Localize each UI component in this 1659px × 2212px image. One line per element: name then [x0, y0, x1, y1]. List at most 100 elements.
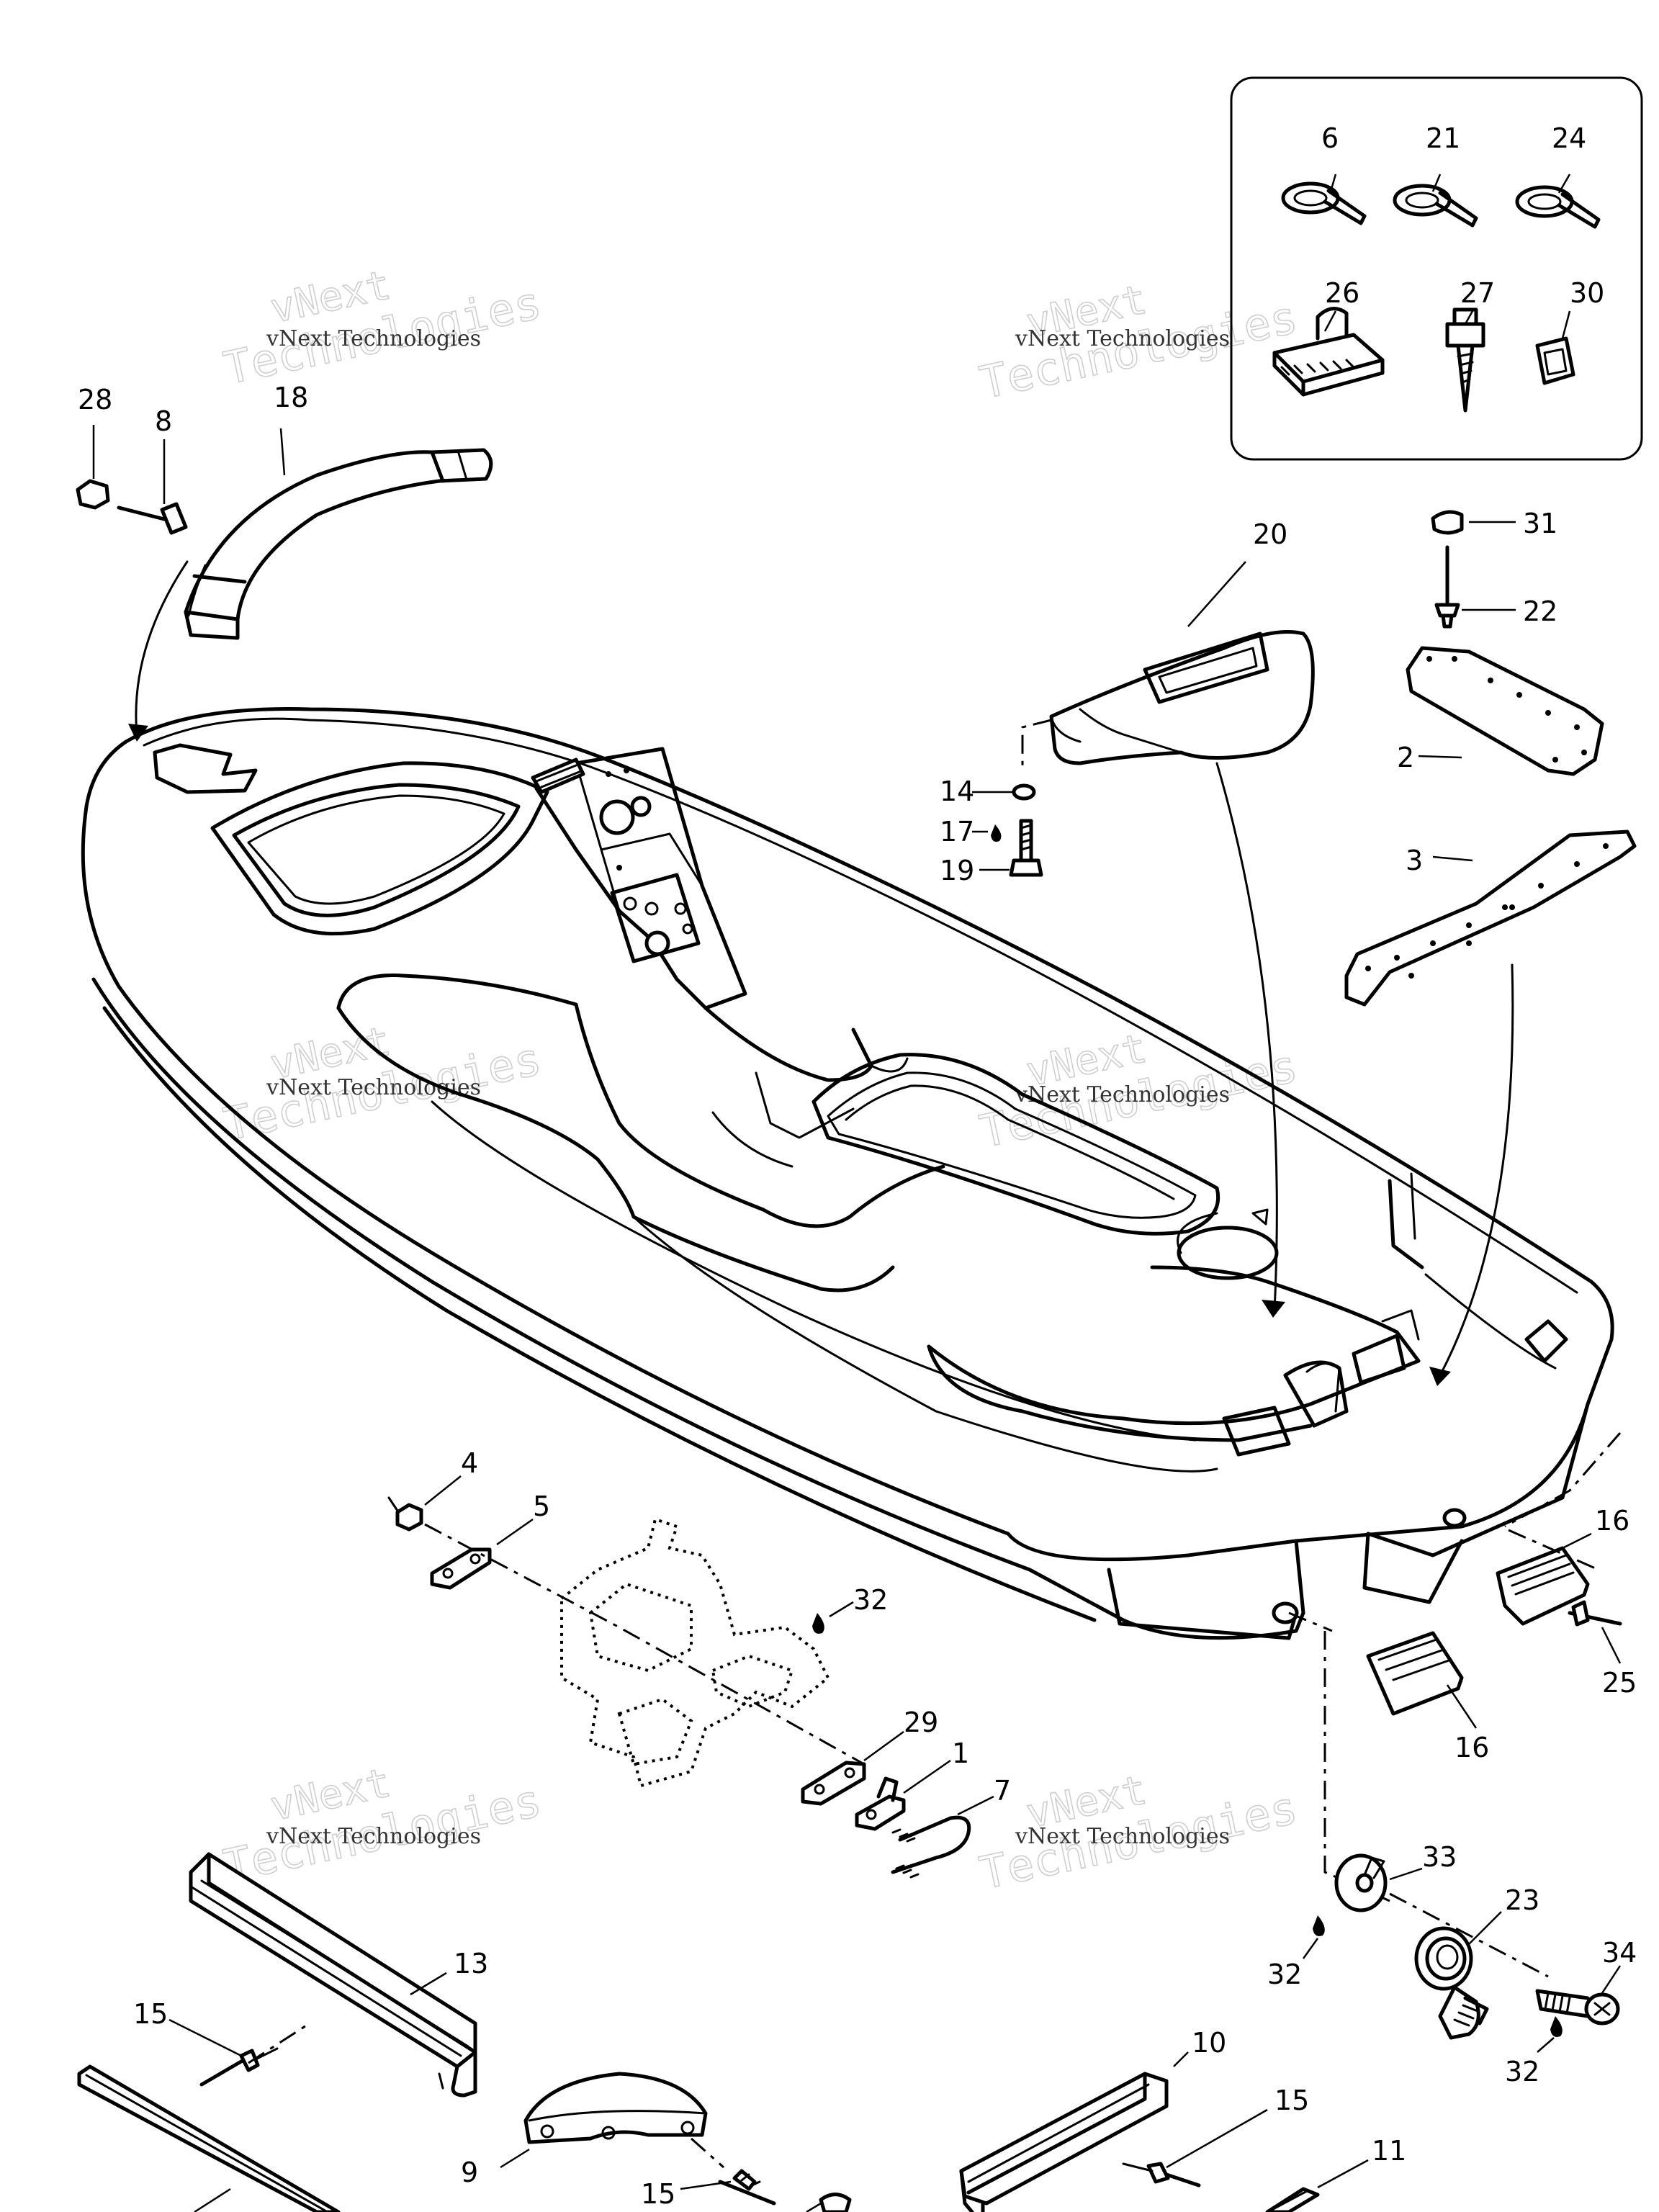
watermark-text-bottom-right: vNext Technologies: [1015, 1824, 1230, 1849]
plug-31-part: [1431, 510, 1516, 535]
callout-22: 22: [1523, 595, 1557, 627]
bracket-dotted-part: [560, 1517, 830, 1788]
watermark-text-mid-right: vNext Technologies: [1015, 1082, 1230, 1107]
drain-hole: [1272, 1601, 1299, 1624]
callout-6: 6: [1321, 122, 1339, 154]
callout-32b: 32: [1267, 1959, 1302, 1990]
callout-28: 28: [78, 384, 112, 415]
callout-13: 13: [454, 1948, 488, 1979]
adhesive-32c-part: [1537, 2016, 1563, 2053]
pad-16-right-part: [1496, 1532, 1592, 1626]
pad-16-lower-part: [1366, 1631, 1478, 1729]
drain-plug-23-part: [1414, 1911, 1502, 2040]
callout-34: 34: [1602, 1937, 1637, 1969]
plate-5-part: [430, 1518, 534, 1590]
callout-11: 11: [1372, 2135, 1406, 2167]
callout-8: 8: [155, 405, 172, 437]
rivet-8-part: [117, 439, 188, 535]
cable-tie-part: [1393, 174, 1478, 228]
watermark-text-bottom-left: vNext Technologies: [266, 1824, 481, 1849]
watermark-mid-left: vNext Technologies: [219, 1017, 547, 1151]
callout-2: 2: [1397, 742, 1414, 773]
hull-body: [81, 707, 1614, 1640]
callout-4: 4: [461, 1447, 478, 1479]
screw-34-part: [1535, 1965, 1622, 2026]
washer-14-part: [972, 783, 1036, 801]
watermark-top-left: vNext Technologies: [219, 261, 547, 395]
part-11: [1265, 2159, 1369, 2212]
adhesive-17-part: [972, 824, 1002, 842]
callout-3: 3: [1406, 845, 1423, 876]
screw-27-part: [1445, 307, 1485, 413]
callout-24: 24: [1552, 122, 1586, 154]
drain-hole: [1442, 1508, 1467, 1528]
alignment-line: [424, 1523, 865, 1766]
callout-1: 1: [952, 1737, 969, 1769]
plate-3-part: [1344, 830, 1637, 1386]
callout-15b: 15: [641, 2178, 675, 2210]
plate-2-part: [1406, 646, 1604, 776]
callout-9: 9: [461, 2157, 478, 2188]
bolt-19-part: [979, 819, 1043, 877]
callout-19: 19: [940, 855, 974, 886]
screw-25-part: [1568, 1600, 1622, 1664]
callout-21: 21: [1426, 122, 1460, 154]
callout-31: 31: [1523, 508, 1557, 539]
alignment-line: [1288, 1611, 1333, 1632]
callout-18: 18: [274, 382, 308, 413]
watermark-bottom-right: vNext Technologies: [975, 1766, 1303, 1900]
rivet-15-right-part: [1122, 2108, 1268, 2188]
rail-10-part: [959, 2051, 1189, 2212]
alignment-line: [1508, 1529, 1599, 1571]
bumper-9-part: [500, 2072, 708, 2169]
square-nut-30-part: [1535, 310, 1575, 385]
callout-10: 10: [1192, 2027, 1226, 2059]
callout-32c: 32: [1505, 2056, 1539, 2087]
plug-bottom-part: [806, 2193, 852, 2212]
cable-tie-part: [1515, 174, 1601, 229]
nut-28-part: [76, 425, 110, 510]
rivet-22-part: [1434, 545, 1516, 629]
callout-16b: 16: [1455, 1732, 1489, 1763]
washer-33-part: [1334, 1853, 1423, 1912]
watermark-text-mid-left: vNext Technologies: [266, 1075, 481, 1100]
callout-7: 7: [994, 1775, 1011, 1807]
callout-26: 26: [1325, 277, 1359, 309]
callout-16a: 16: [1595, 1505, 1629, 1537]
rail-13-part: [189, 1852, 477, 2098]
nut-4-part: [387, 1475, 462, 1532]
callout-33: 33: [1422, 1841, 1457, 1873]
seat-20-part: [1021, 561, 1315, 1318]
watermark-mid-right: vNext Technologies: [975, 1025, 1303, 1159]
watermark-text-top-right: vNext Technologies: [1015, 326, 1230, 351]
callout-25: 25: [1602, 1667, 1637, 1699]
trim-rod-part: [77, 2064, 341, 2212]
plate-29-part: [801, 1730, 904, 1806]
cable-tie-part: [1281, 174, 1367, 225]
callout-29: 29: [904, 1707, 938, 1738]
callout-20: 20: [1253, 518, 1287, 550]
callout-30: 30: [1570, 277, 1604, 309]
rivet-15-mid-part: [680, 2137, 776, 2206]
watermark-bottom-left: vNext Technologies: [219, 1759, 547, 1893]
callout-27: 27: [1460, 277, 1495, 309]
adhesive-32b-part: [1302, 1915, 1325, 1959]
rivet-15-left-part: [168, 2018, 310, 2087]
handle-grip-18-part: [128, 428, 493, 742]
watermark-text-top-left: vNext Technologies: [266, 326, 481, 351]
callout-23: 23: [1505, 1884, 1539, 1916]
callout-labels: 6 21 24 26 27 30 28 8 18 20 31 22 2 14 1…: [78, 122, 1637, 2210]
callout-32a: 32: [853, 1584, 888, 1616]
callout-5: 5: [533, 1491, 550, 1522]
alignment-line: [1389, 1892, 1549, 1978]
callout-14: 14: [940, 775, 974, 807]
callout-17: 17: [940, 816, 974, 848]
callout-15c: 15: [1274, 2085, 1309, 2116]
clip-part: [1272, 307, 1385, 397]
callout-15a: 15: [133, 1998, 168, 2030]
adhesive-32-part: [812, 1601, 854, 1634]
inset-box: [1230, 76, 1643, 461]
alignment-line: [1504, 1432, 1622, 1528]
u-bolt-7-part: [891, 1795, 994, 1879]
